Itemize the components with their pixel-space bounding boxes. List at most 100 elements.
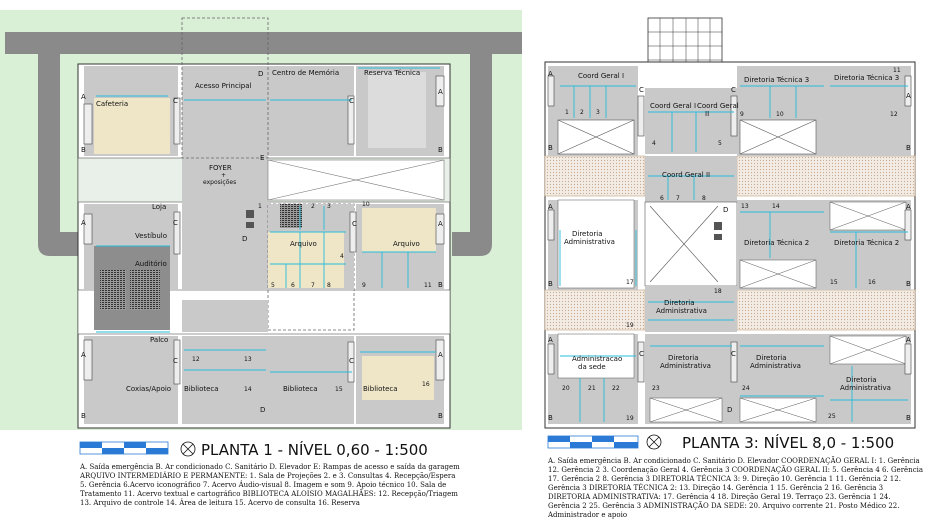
num-2: 2	[311, 203, 315, 210]
biblioteca-2-block	[268, 336, 354, 424]
room-coord-geral-ii: Coord Geral II	[662, 171, 710, 179]
room-palco: Palco	[150, 336, 168, 344]
num-r2: 2	[580, 109, 584, 116]
room-auditorio: Auditório	[135, 260, 167, 268]
num-10: 10	[362, 201, 370, 208]
num-r22: 22	[612, 385, 620, 392]
plan-1-labels: Acesso Principal Centro de Memória Reser…	[81, 69, 443, 420]
code-d: D	[260, 406, 265, 414]
num-r19b: 19	[626, 415, 634, 422]
room-diretoria-tecnica-2b: Diretoria Técnica 2	[834, 239, 899, 247]
room-coxias: Coxias/Apoio	[126, 385, 171, 393]
code-b: B	[438, 412, 443, 420]
num-12: 12	[192, 356, 200, 363]
num-9: 9	[362, 282, 366, 289]
code-a: A	[906, 203, 911, 211]
code-b: B	[438, 281, 443, 289]
num-r23: 23	[652, 385, 660, 392]
code-c: C	[173, 97, 178, 105]
code-c: C	[349, 97, 354, 105]
ramp-right	[452, 50, 492, 256]
room-coord-geral-ii-top: Coord Geral	[697, 102, 739, 110]
num-15: 15	[335, 386, 343, 393]
room-cafeteria: Cafeteria	[96, 100, 128, 108]
code-b: B	[438, 146, 443, 154]
num-r21: 21	[588, 385, 596, 392]
plan-3-legend: A. Saída emergência B. Ar condicionado C…	[548, 457, 924, 519]
code-a: A	[438, 351, 443, 359]
plan-3-labels: Coord Geral I Coord Geral I Coord Geral …	[548, 67, 911, 422]
room-diretoria-adm-2-sub: Administrativa	[656, 307, 707, 315]
room-administracao: Administracao	[572, 355, 622, 363]
room-coord-geral-i: Coord Geral I	[578, 72, 624, 80]
room-diretoria-tecnica-2a: Diretoria Técnica 2	[744, 239, 809, 247]
code-d: D	[258, 70, 263, 78]
room-centro-memoria: Centro de Memória	[272, 69, 339, 77]
code-a: A	[906, 92, 911, 100]
code-b: B	[548, 280, 553, 288]
room-diretoria-adm-5-sub: Administrativa	[840, 384, 891, 392]
num-r11: 11	[893, 67, 901, 74]
code-c: C	[731, 350, 736, 358]
num-7: 7	[311, 282, 315, 289]
atrium-void	[644, 201, 738, 287]
num-r13: 13	[741, 203, 749, 210]
num-r12: 12	[890, 111, 898, 118]
num-16: 16	[422, 381, 430, 388]
num-r6: 6	[660, 195, 664, 202]
room-diretoria-adm-3: Diretoria	[668, 354, 699, 362]
num-r4: 4	[652, 140, 656, 147]
num-r17: 17	[626, 279, 634, 286]
num-6: 6	[291, 282, 295, 289]
num-r20: 20	[562, 385, 570, 392]
num-r3: 3	[596, 109, 600, 116]
plan-1-level-0-60	[0, 10, 522, 430]
num-13: 13	[244, 356, 252, 363]
num-8: 8	[327, 282, 331, 289]
num-r14: 14	[772, 203, 780, 210]
code-d: D	[242, 235, 247, 243]
num-r19: 19	[626, 322, 634, 329]
code-a: A	[438, 88, 443, 96]
room-foyer-plus: +	[221, 172, 226, 179]
room-biblioteca-3: Biblioteca	[363, 385, 398, 393]
code-a: A	[81, 219, 86, 227]
room-loja: Loja	[152, 203, 166, 211]
room-reserva-tecnica: Reserva Técnica	[364, 69, 420, 77]
num-r8: 8	[702, 195, 706, 202]
num-1: 1	[258, 203, 262, 210]
room-acesso-principal: Acesso Principal	[195, 82, 252, 90]
room-diretoria-adm-4: Diretoria	[756, 354, 787, 362]
room-diretoria-adm-4-sub: Administrativa	[750, 362, 801, 370]
acesso-block	[182, 66, 268, 156]
biblioteca-1-block	[182, 336, 268, 424]
code-d: D	[723, 206, 728, 214]
room-diretoria-adm-5: Diretoria	[846, 376, 877, 384]
code-b: B	[81, 146, 86, 154]
room-exposicoes: exposições	[203, 179, 236, 186]
code-a: A	[548, 336, 553, 344]
plan-1-legend: A. Saída emergência B. Ar condicionado C…	[80, 463, 460, 507]
num-r10: 10	[776, 111, 784, 118]
num-4: 4	[340, 253, 344, 260]
code-b: B	[548, 144, 553, 152]
code-a: A	[906, 336, 911, 344]
code-c: C	[731, 86, 736, 94]
palco-coxias-block	[84, 336, 178, 424]
room-diretoria-tecnica-3b: Diretoria Técnica 3	[834, 74, 899, 82]
cafeteria-area	[94, 98, 170, 154]
room-diretoria-tecnica-3a: Diretoria Técnica 3	[744, 76, 809, 84]
num-r1: 1	[565, 109, 569, 116]
num-r5: 5	[718, 140, 722, 147]
code-b: B	[906, 280, 911, 288]
code-c: C	[173, 357, 178, 365]
room-da-sede: da sede	[578, 363, 606, 371]
room-arquivo-1: Arquivo	[290, 240, 317, 248]
diretoria-tecnica-3b-block	[827, 66, 911, 156]
code-a: A	[548, 70, 553, 78]
code-b: B	[906, 414, 911, 422]
scale-bar-1	[79, 441, 169, 455]
code-c: C	[639, 350, 644, 358]
num-r9: 9	[740, 111, 744, 118]
